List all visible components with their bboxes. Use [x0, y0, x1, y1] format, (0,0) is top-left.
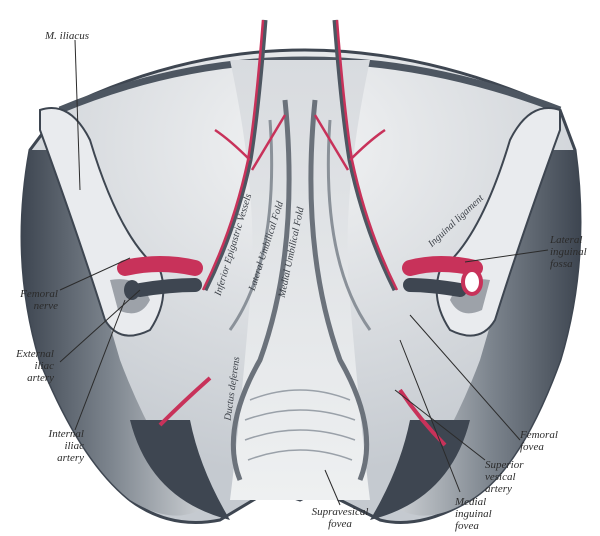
inferior-epigastric-vessels-left [201, 19, 287, 292]
inferior-epigastric-vessels-right [313, 19, 399, 292]
medial-inguinal-fovea-label: Medial inguinal fovea [455, 496, 492, 532]
femoral-nerve-label: Femoral nerve [20, 288, 58, 312]
central-folds [228, 60, 372, 500]
leader-lines [59, 39, 549, 506]
left-external-iliac-artery [117, 256, 203, 300]
internal-iliac-artery-label: Internal iliac artery [48, 428, 84, 464]
right-external-iliac-artery [402, 256, 483, 297]
superior-vesical-artery-label: Superior vesical artery [485, 459, 524, 495]
right-superior-vesical-artery [398, 388, 447, 447]
lateral-inguinal-fossa-label: Lateral inguinal fossa [550, 234, 587, 270]
m-iliacus-label: M. iliacus [45, 30, 89, 42]
supravesical-fovea-label: Supravesical fovea [311, 506, 369, 530]
left-lower-artery [158, 376, 212, 427]
external-iliac-artery-label: External iliac artery [16, 348, 54, 384]
femoral-fovea-label: Femoral fovea [520, 429, 558, 453]
